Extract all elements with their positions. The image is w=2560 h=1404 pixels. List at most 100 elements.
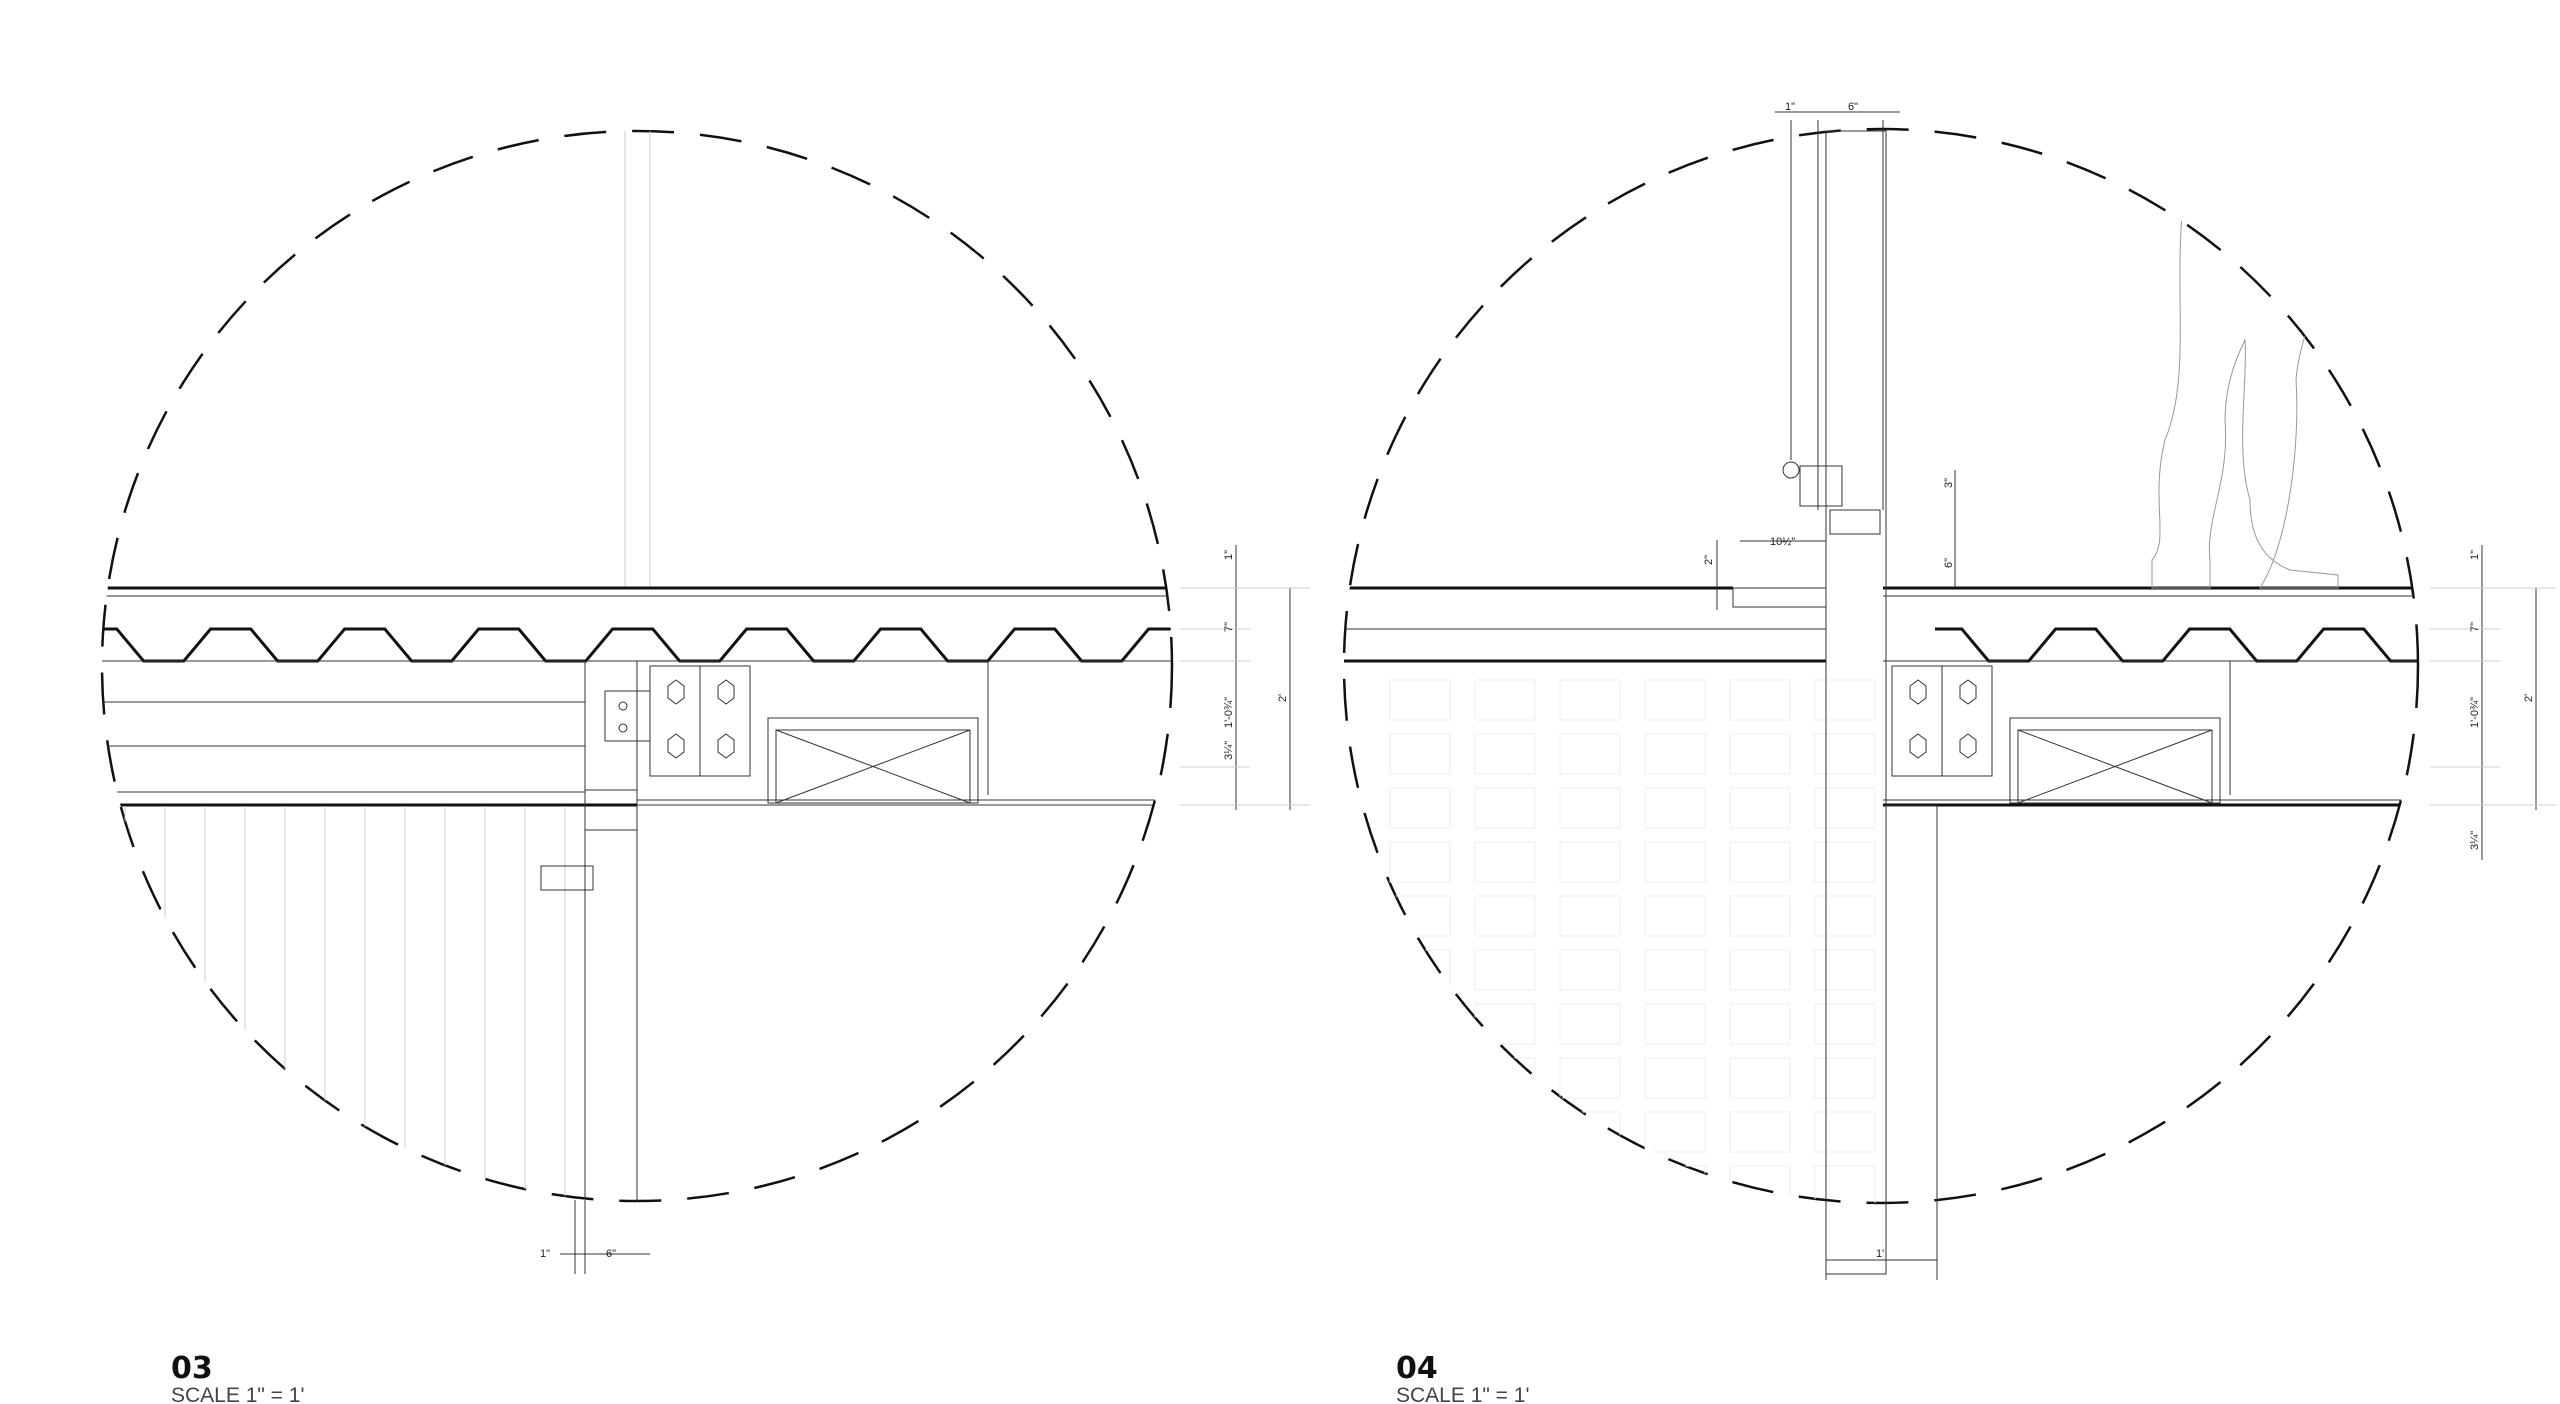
detail-boundary-circle xyxy=(1342,127,2420,1205)
dim-label: 1" xyxy=(1785,101,1795,113)
brick xyxy=(1474,1111,1536,1153)
brick xyxy=(1474,895,1536,937)
brick xyxy=(1474,679,1536,721)
brick xyxy=(1814,1003,1876,1045)
brick xyxy=(1729,787,1791,829)
brick xyxy=(1559,895,1621,937)
column xyxy=(584,660,638,1201)
brick xyxy=(1389,1003,1451,1045)
duct-outline xyxy=(767,717,979,804)
brick xyxy=(1559,841,1621,883)
dim-label: 1" xyxy=(1223,550,1235,560)
dim-label: 3" xyxy=(1943,478,1955,488)
dim-label: 6" xyxy=(1848,101,1858,113)
dim-label: 10½" xyxy=(1770,536,1795,548)
brick xyxy=(1644,679,1706,721)
brick xyxy=(1389,1057,1451,1099)
duct-box xyxy=(775,729,971,804)
brick xyxy=(1729,733,1791,775)
brick xyxy=(1389,1111,1451,1153)
brick xyxy=(1474,787,1536,829)
dimension-string-bottom: 1' xyxy=(1825,1200,1938,1280)
masonry-hatch xyxy=(1389,679,1876,1203)
brick xyxy=(1559,1111,1621,1153)
brick xyxy=(1559,1003,1621,1045)
dim-label: 1'-0¾" xyxy=(2469,697,2481,728)
brick xyxy=(1814,679,1876,721)
brick xyxy=(1644,1003,1706,1045)
human-silhouette xyxy=(2151,214,2339,589)
brick xyxy=(1814,787,1876,829)
detail-number: 03 xyxy=(171,1351,213,1386)
brick xyxy=(1729,1003,1791,1045)
dimension-string-top: 1" 6" xyxy=(1775,101,1900,113)
dim-label: 1'-0¾" xyxy=(1223,697,1235,728)
brick xyxy=(1729,841,1791,883)
brick xyxy=(1814,1111,1876,1153)
detail-04: 1" 6" 3" 10½" 2" 6" 1" 7" 1'-0¾" 3¼" 2' xyxy=(1342,101,2556,1404)
dimension-string-bottom: 1" 6" xyxy=(540,1200,650,1274)
brick xyxy=(1729,1111,1791,1153)
brick xyxy=(1474,1003,1536,1045)
brick xyxy=(1644,1057,1706,1099)
brick xyxy=(1474,949,1536,991)
brick xyxy=(1814,895,1876,937)
dim-label: 2' xyxy=(2523,694,2535,702)
dim-label: 6" xyxy=(606,1248,616,1260)
detail-scale: SCALE 1" = 1' xyxy=(171,1384,304,1404)
hinge-plate xyxy=(1799,465,1843,507)
corrugated-deck xyxy=(1935,627,2418,663)
detail-03: 1" 7" 1'-0¾" 3¼" 2' 1" 6" 03 SCALE 1" = … xyxy=(100,129,1310,1404)
clip-angle xyxy=(604,690,651,742)
brick xyxy=(1644,733,1706,775)
bolt-icon xyxy=(667,679,685,705)
detail-scale: SCALE 1" = 1' xyxy=(1396,1384,1529,1404)
brick xyxy=(1814,949,1876,991)
brick xyxy=(1814,1165,1876,1203)
clip-bracket xyxy=(540,865,594,891)
brick xyxy=(1814,733,1876,775)
floor-grate xyxy=(1732,587,1827,608)
brick xyxy=(1389,1165,1451,1203)
duct-box xyxy=(2017,729,2213,804)
brick xyxy=(1474,841,1536,883)
dim-label: 1' xyxy=(1876,1248,1884,1260)
brick xyxy=(1644,787,1706,829)
brick xyxy=(1644,1111,1706,1153)
brick xyxy=(1559,787,1621,829)
dim-label: 6" xyxy=(1943,558,1955,568)
column xyxy=(1825,130,1887,1275)
dim-label: 7" xyxy=(2469,622,2481,632)
dim-label: 1" xyxy=(540,1248,550,1260)
brick xyxy=(1644,1165,1706,1203)
dimension-string-right: 1" 7" 1'-0¾" 3¼" 2' xyxy=(1180,545,1310,810)
brick xyxy=(1729,949,1791,991)
brick xyxy=(1389,679,1451,721)
wall-panels xyxy=(124,806,566,1201)
brick xyxy=(1389,787,1451,829)
brick xyxy=(1389,841,1451,883)
dim-label: 1" xyxy=(2469,550,2481,560)
brick xyxy=(1474,1057,1536,1099)
brick xyxy=(1729,679,1791,721)
dim-label: 7" xyxy=(1223,622,1235,632)
brick xyxy=(1729,895,1791,937)
brick xyxy=(1644,949,1706,991)
dim-label: 2" xyxy=(1703,555,1715,565)
dim-label: 3¼" xyxy=(2469,831,2481,850)
brick xyxy=(1559,679,1621,721)
detail-number: 04 xyxy=(1396,1351,1438,1386)
duct-outline xyxy=(2009,717,2221,804)
rail-cap xyxy=(1829,509,1881,535)
brick xyxy=(1559,949,1621,991)
dim-label: 2' xyxy=(1277,694,1289,702)
hinge-icon xyxy=(1782,461,1800,479)
corrugated-deck xyxy=(102,627,1172,663)
dim-label: 3¼" xyxy=(1223,741,1235,760)
brick xyxy=(1814,1057,1876,1099)
dimension-string-rail: 3" 10½" 2" 6" xyxy=(1703,470,1956,610)
brick xyxy=(1559,1165,1621,1203)
brick xyxy=(1474,733,1536,775)
brick xyxy=(1644,895,1706,937)
brick xyxy=(1729,1165,1791,1203)
